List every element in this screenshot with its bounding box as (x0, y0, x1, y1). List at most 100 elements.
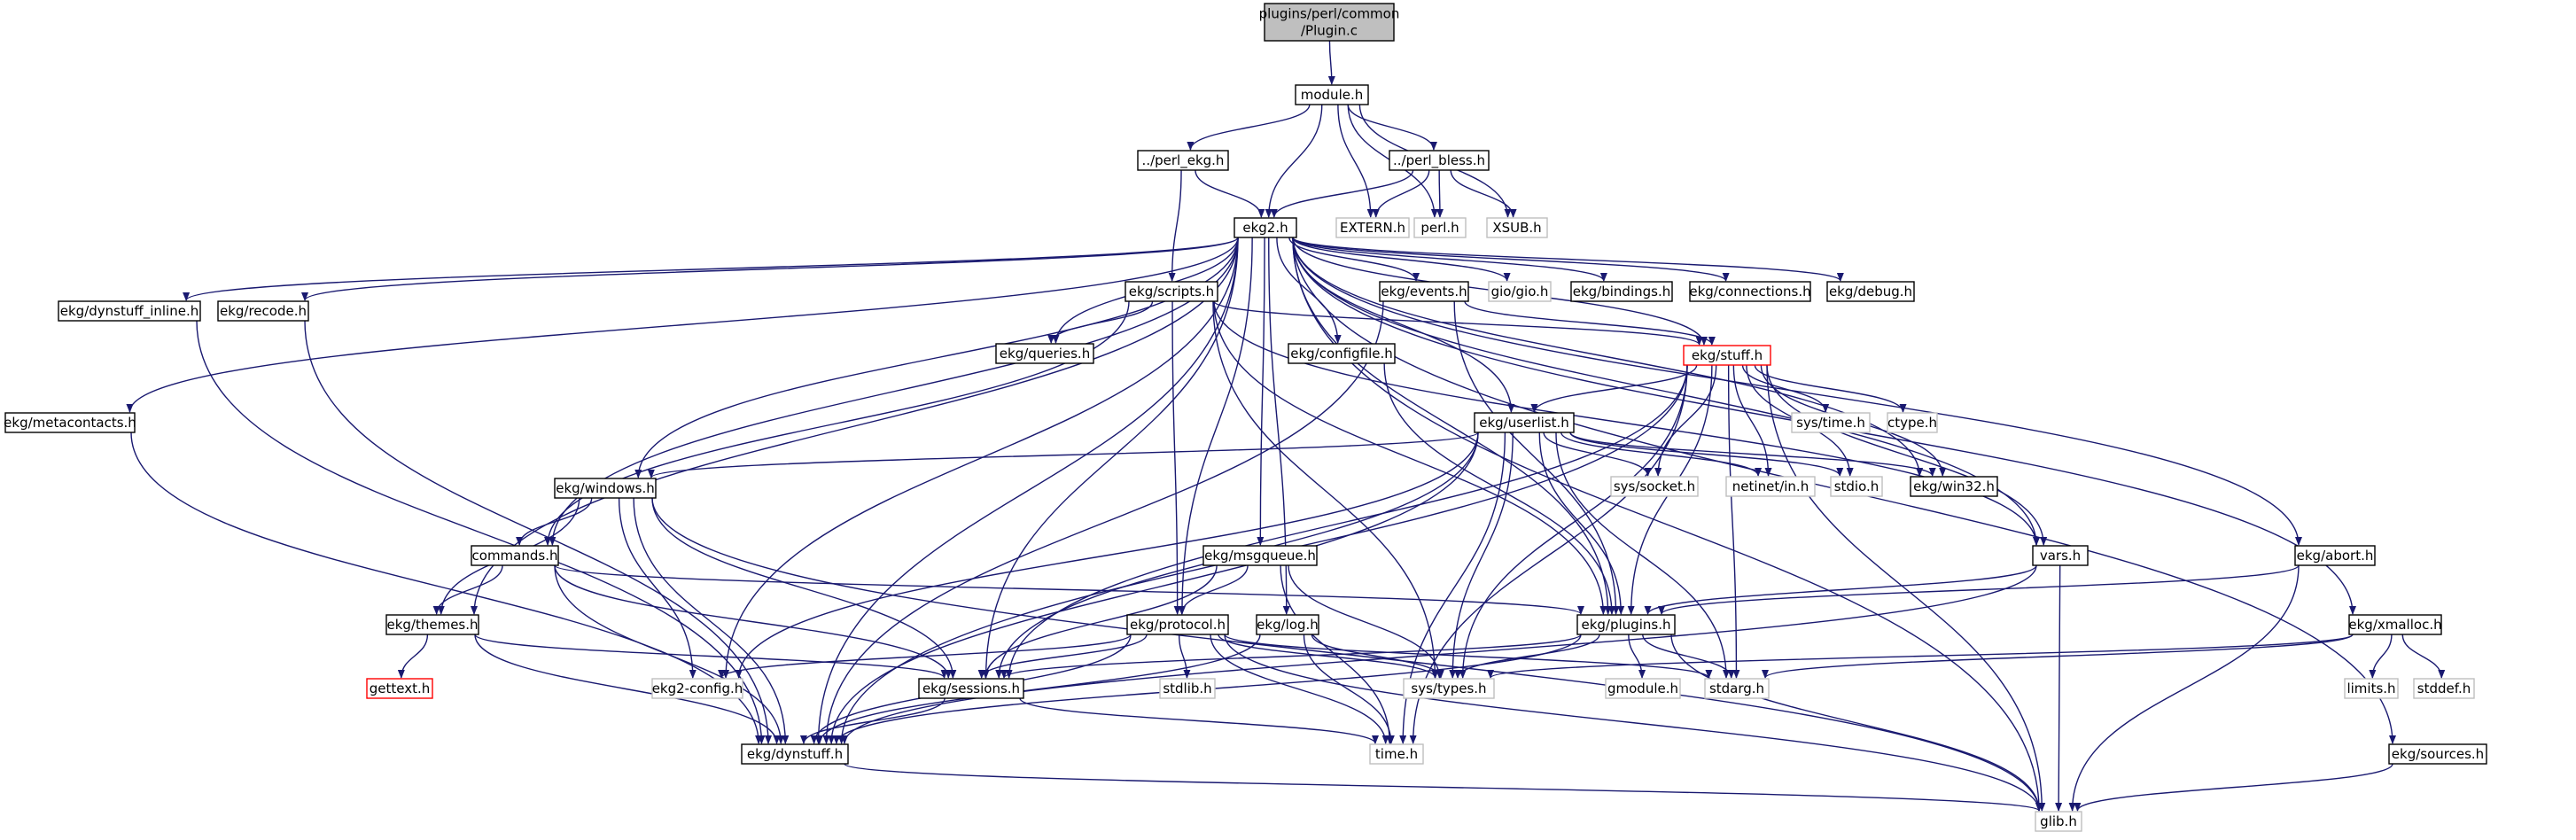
node-userlist-h[interactable]: ekg/userlist.h (1474, 412, 1575, 433)
edge-msgqueue-h-to-protocol-h (1178, 564, 1249, 615)
edge-protocol-h-to-glib-h (1224, 634, 2043, 812)
node-plugins-h[interactable]: ekg/plugins.h (1576, 614, 1676, 635)
node-perl-h: perl.h (1413, 217, 1467, 238)
node-win32-h[interactable]: ekg/win32.h (1910, 476, 1998, 497)
node-label-protocol-h: ekg/protocol.h (1130, 617, 1226, 633)
edge-ekg2-h-to-glib-h (1292, 237, 2043, 812)
node-themes-h[interactable]: ekg/themes.h (385, 614, 479, 635)
edge-scripts-h-to-commands-h (544, 300, 1130, 546)
node-configfile-h[interactable]: ekg/configfile.h (1288, 343, 1396, 364)
node-plugin-c[interactable]: plugins/perl/common/Plugin.c (1259, 3, 1400, 42)
node-windows-h[interactable]: ekg/windows.h (554, 478, 657, 499)
node-label-scripts-h: ekg/scripts.h (1129, 284, 1214, 299)
node-label-limits-h: limits.h (2346, 681, 2395, 696)
node-label-stddef-h: stddef.h (2417, 681, 2471, 696)
node-extern-h: EXTERN.h (1335, 217, 1410, 238)
node-abort-h[interactable]: ekg/abort.h (2294, 545, 2376, 566)
node-label-stdio-h: stdio.h (1834, 478, 1879, 494)
node-debug-h[interactable]: ekg/debug.h (1826, 281, 1915, 302)
node-box-ctype-h (1887, 412, 1938, 433)
node-label-plugins-h: ekg/plugins.h (1582, 617, 1671, 633)
edge-log-h-to-systypes-h (1311, 634, 1444, 679)
edge-userlist-h-to-stdarg-h (1555, 432, 1730, 679)
edge-perl-ekg-h-to-scripts-h (1168, 169, 1182, 282)
node-scripts-h[interactable]: ekg/scripts.h (1125, 281, 1218, 302)
node-ctype-h: ctype.h (1887, 412, 1938, 433)
node-box-events-h (1379, 281, 1469, 302)
node-msgqueue-h[interactable]: ekg/msgqueue.h (1202, 545, 1318, 566)
edge-stuff-h-to-ctype-h (1754, 364, 1907, 413)
node-queries-h[interactable]: ekg/queries.h (995, 343, 1094, 364)
node-label-xmalloc-h: ekg/xmalloc.h (2348, 617, 2441, 633)
node-dynstuff-inline-h[interactable]: ekg/dynstuff_inline.h (58, 300, 201, 322)
node-log-h[interactable]: ekg/log.h (1256, 614, 1319, 635)
node-box-ekg2-h (1234, 217, 1297, 238)
node-label-dynstuff-h: ekg/dynstuff.h (747, 746, 843, 762)
edge-perl-bless-h-to-perl-h (1436, 169, 1444, 218)
node-events-h[interactable]: ekg/events.h (1379, 281, 1469, 302)
edge-userlist-h-to-win32-h (1569, 432, 1936, 477)
node-label-perl-bless-h: ../perl_bless.h (1393, 152, 1485, 169)
node-box-scripts-h (1125, 281, 1218, 302)
edge-sessions-h-to-dynstuff-h (800, 697, 946, 744)
node-xmalloc-h[interactable]: ekg/xmalloc.h (2348, 614, 2442, 635)
node-label-systypes-h: sys/types.h (1411, 681, 1486, 696)
edge-ekg2-h-to-recode-h (301, 237, 1239, 301)
node-label-plugin-c: /Plugin.c (1301, 23, 1358, 39)
node-box-queries-h (995, 343, 1094, 364)
node-vars-h[interactable]: vars.h (2032, 545, 2089, 566)
edge-xmalloc-h-to-stdarg-h (1762, 634, 2354, 679)
node-box-gettext-h (366, 678, 433, 699)
node-label-configfile-h: ekg/configfile.h (1290, 346, 1393, 362)
edge-stuff-h-to-syssocket-h (1654, 364, 1717, 477)
node-label-win32-h: ekg/win32.h (1913, 478, 1995, 494)
node-box-plugins-h (1576, 614, 1676, 635)
node-limits-h: limits.h (2344, 678, 2399, 699)
edge-xmalloc-h-to-systypes-h (1487, 634, 2354, 679)
node-label-gettext-h: gettext.h (370, 681, 431, 696)
node-ekg2-h[interactable]: ekg2.h (1234, 217, 1297, 238)
edge-ekg2-h-to-connections-h (1292, 237, 1730, 282)
node-label-gmodule-h: gmodule.h (1607, 681, 1678, 696)
node-module-h[interactable]: module.h (1295, 84, 1369, 105)
node-recode-h[interactable]: ekg/recode.h (217, 300, 309, 322)
node-sources-h[interactable]: ekg/sources.h (2388, 743, 2487, 765)
edge-protocol-h-to-ekg2config-h (718, 634, 1132, 679)
node-box-systypes-h (1403, 678, 1495, 699)
node-box-userlist-h (1474, 412, 1575, 433)
node-box-themes-h (385, 614, 479, 635)
node-box-stdlib-h (1159, 678, 1216, 699)
node-protocol-h[interactable]: ekg/protocol.h (1126, 614, 1229, 635)
edge-themes-h-to-dynstuff-h (474, 634, 781, 744)
edge-xmalloc-h-to-limits-h (2369, 634, 2393, 679)
node-bindings-h[interactable]: ekg/bindings.h (1570, 281, 1673, 302)
edge-vars-h-to-glib-h (2055, 564, 2063, 812)
edge-stuff-h-to-glib-h (1766, 364, 2046, 812)
node-box-dynstuff-h (741, 743, 849, 765)
node-stuff-h[interactable]: ekg/stuff.h (1683, 345, 1771, 366)
node-label-sources-h: ekg/sources.h (2392, 746, 2484, 762)
node-dynstuff-h[interactable]: ekg/dynstuff.h (741, 743, 849, 765)
node-label-events-h: ekg/events.h (1381, 284, 1467, 299)
node-metacontacts-h[interactable]: ekg/metacontacts.h (4, 412, 136, 433)
edge-plugins-h-to-glib-h (1670, 634, 2043, 812)
node-sessions-h[interactable]: ekg/sessions.h (918, 678, 1024, 699)
edge-dynstuff-inline-h-to-dynstuff-h (196, 320, 766, 744)
node-label-ekg2config-h: ekg2-config.h (652, 681, 743, 696)
node-connections-h[interactable]: ekg/connections.h (1689, 281, 1811, 302)
node-gettext-h[interactable]: gettext.h (366, 678, 433, 699)
node-box-stdio-h (1830, 476, 1883, 497)
node-label-recode-h: ekg/recode.h (220, 303, 307, 319)
node-perl-ekg-h[interactable]: ../perl_ekg.h (1137, 150, 1229, 171)
edge-plugin-c-to-module-h (1327, 40, 1335, 85)
edge-stuff-h-to-vars-h (1766, 364, 2048, 546)
node-perl-bless-h[interactable]: ../perl_bless.h (1389, 150, 1490, 171)
node-commands-h[interactable]: commands.h (471, 545, 559, 566)
node-layer: plugins/perl/common/Plugin.c module.h ../p… (4, 3, 2487, 832)
edge-abort-h-to-plugins-h (1658, 564, 2300, 615)
node-label-debug-h: ekg/debug.h (1829, 284, 1912, 299)
node-label-vars-h: vars.h (2040, 548, 2081, 564)
node-netinet-h: netinet/in.h (1725, 476, 1816, 497)
edge-perl-ekg-h-to-ekg2-h (1195, 169, 1265, 218)
